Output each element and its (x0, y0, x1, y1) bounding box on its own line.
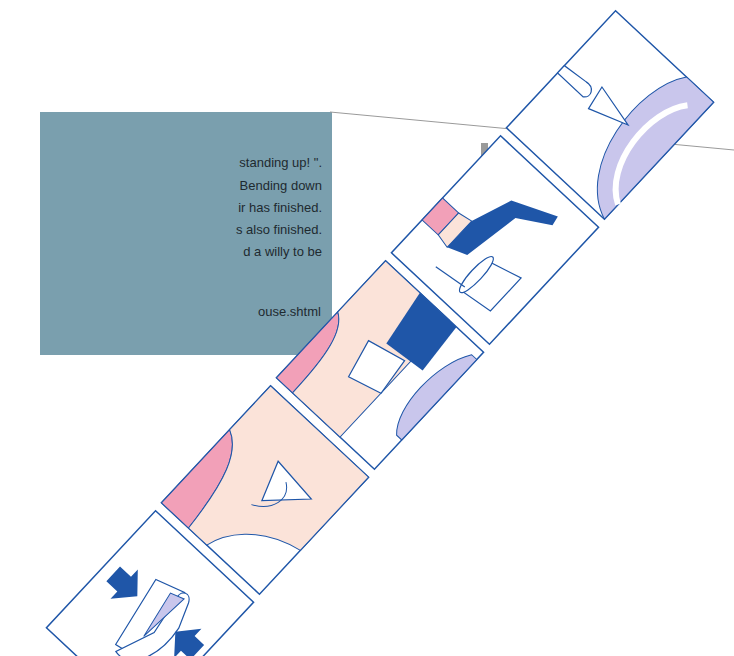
note-text: s also finished. (236, 222, 322, 238)
note-text: Bending down (240, 178, 322, 194)
note-text: d a willy to be (243, 244, 322, 260)
note-text: ouse.shtml (258, 304, 321, 320)
step-panel (506, 11, 713, 219)
note-text: ir has finished. (238, 200, 322, 216)
note-text: standing up! ". (239, 155, 322, 171)
